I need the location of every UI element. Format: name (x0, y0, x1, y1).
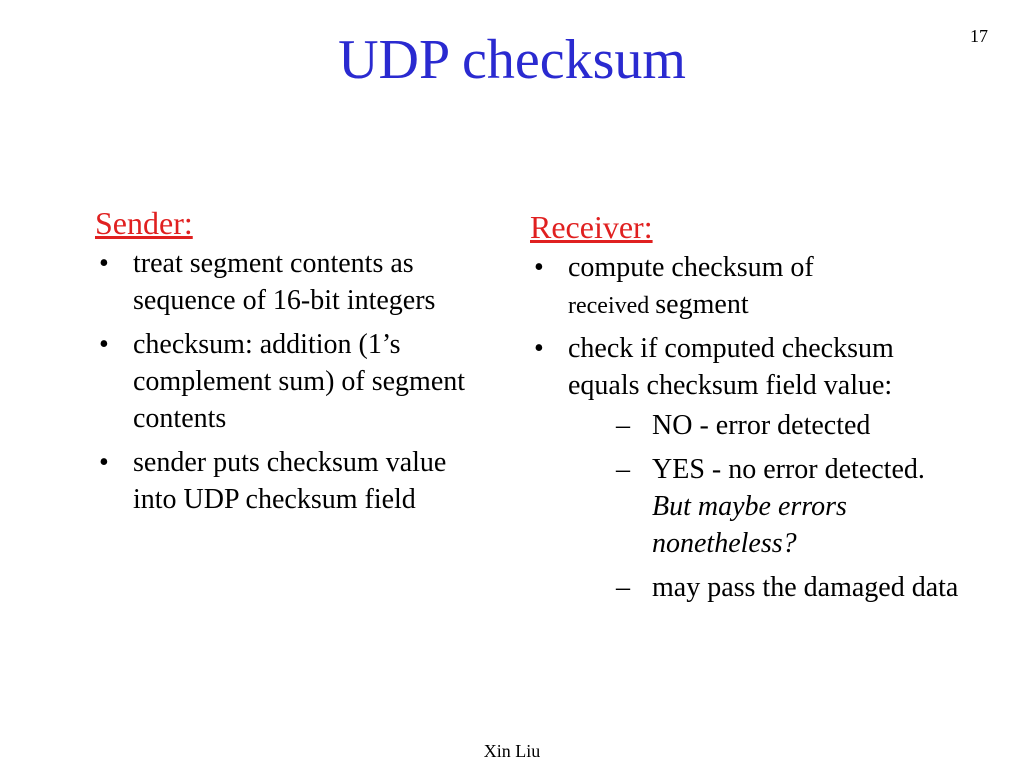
sender-bullet: sender puts checksum value into UDP chec… (95, 445, 490, 519)
sender-bullet: checksum: addition (1’s complement sum) … (95, 327, 490, 438)
sender-column: Sender: treat segment contents as sequen… (95, 202, 490, 526)
slide-footer: Xin Liu (483, 741, 541, 761)
sender-bullet-list: treat segment contents as sequence of 16… (95, 246, 490, 519)
receiver-sub-bullet-italic: But maybe errors nonetheless? (652, 490, 847, 559)
slide-title: UDP checksum (338, 29, 686, 91)
receiver-bullet-text-small: received (568, 293, 656, 320)
receiver-heading: Receiver: (530, 209, 653, 245)
sender-heading: Sender: (95, 205, 193, 241)
receiver-sub-bullet: may pass the damaged data (568, 570, 970, 607)
receiver-bullet-text: compute checksum of (568, 252, 814, 284)
receiver-bullet-text: segment (655, 289, 749, 321)
receiver-bullet-list: compute checksum of received segment che… (530, 250, 970, 607)
slide-number: 17 (970, 26, 988, 46)
receiver-sub-bullet-text: YES - no error detected. (652, 454, 925, 485)
receiver-sub-bullet: YES - no error detected. But maybe error… (568, 452, 970, 563)
receiver-bullet: compute checksum of received segment (530, 250, 970, 324)
sender-bullet: treat segment contents as sequence of 16… (95, 246, 490, 320)
receiver-sub-bullet: NO - error detected (568, 408, 970, 445)
receiver-bullet-text: check if computed checksum equals checks… (568, 333, 894, 402)
receiver-bullet: check if computed checksum equals checks… (530, 331, 970, 607)
receiver-column: Receiver: compute checksum of received s… (530, 206, 970, 614)
receiver-sub-bullet-list: NO - error detected YES - no error detec… (568, 408, 970, 607)
